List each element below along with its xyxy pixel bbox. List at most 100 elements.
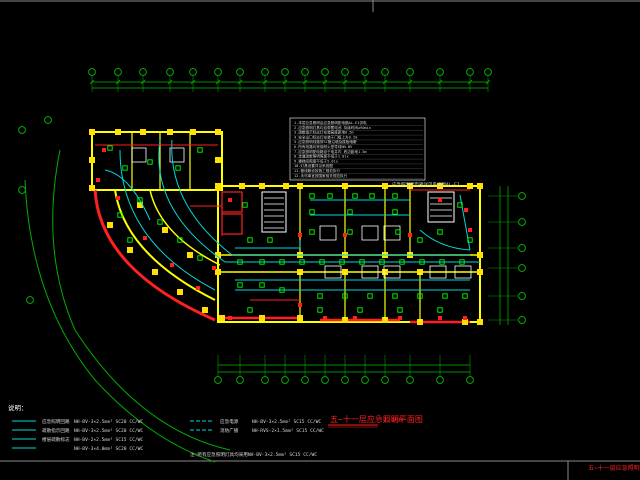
grid-bubble-bottom [214,376,222,384]
legend-spec: NH-BV-3×2.5mm² SC15 CC/WC [252,419,321,425]
grid-bubble-top [88,68,96,76]
column [167,129,173,135]
column [115,129,121,135]
column [177,289,183,295]
emergency-light [175,165,181,171]
column [437,183,443,189]
legend-extra-note: 注:所有应急照明灯具均采用NH-BV-3×2.5mm² SC15 CC/WC [190,451,317,458]
grid-bubble-top [301,68,309,76]
emergency-light [417,293,423,299]
column [215,252,221,258]
emergency-light [342,293,348,299]
emergency-light [309,193,315,199]
exit-sign [464,208,468,212]
column [107,222,113,228]
exit-sign [468,228,472,232]
grid-bubble-top [114,68,122,76]
spec-note-line: 6.所有线路均采用耐火型导线NH-BV [294,144,353,149]
emergency-light [419,259,425,265]
legend-spec: NH-BV-3×2.5mm² SC20 CC/WC [74,419,143,425]
emergency-light [247,237,253,243]
emergency-light [309,209,315,215]
grid-bubble-right [518,292,526,300]
emergency-light [259,259,265,265]
grid-bubble-right [518,264,526,272]
column [259,183,265,189]
legend-name: 应急电源 [220,418,239,425]
emergency-light [319,259,325,265]
emergency-light [399,259,405,265]
emergency-light [347,209,353,215]
exit-sign [228,316,232,320]
grid-bubble-top [189,68,197,76]
emergency-light [442,293,448,299]
column [202,307,208,313]
exit-sign [96,178,100,182]
grid-bubble-bottom [261,376,269,384]
emergency-light [437,307,443,313]
emergency-light [259,282,265,288]
emergency-light [237,259,243,265]
grid-bubble-right [518,244,526,252]
column [89,157,95,163]
exit-sign [438,316,442,320]
emergency-light [395,229,401,235]
right-note: 应急照明配电箱详见系统图AL-E1 [392,181,460,188]
emergency-light [467,237,473,243]
column [477,319,483,325]
emergency-light [439,259,445,265]
column [477,252,483,258]
legend-name: 疏散指示回路 [42,427,70,434]
emergency-light [127,237,133,243]
emergency-light [157,219,163,225]
column [152,269,158,275]
grid-bubble-top [139,68,147,76]
column [462,319,468,325]
emergency-light [117,212,123,218]
legend-spec: NH-BV-3×2.5mm² SC20 CC/WC [74,428,143,434]
room-partitions [131,132,421,322]
grid-bubble-bottom [301,376,309,384]
emergency-light [367,293,373,299]
spec-note-line: 2.应急照明灯具均自带蓄电池 持续时间≥90min [294,125,371,130]
column [137,202,143,208]
column [477,269,483,275]
spec-note-line: 11.管线敷设按施工规范执行 [294,168,340,173]
spec-note-line: 8.走道疏散照明照度不低于1.0lx [294,154,350,159]
grid-bubble-top [436,68,444,76]
legend-spec: NH-RVS-2×1.5mm² SC15 CC/WC [252,428,324,434]
spec-note-line: 5.应急照明线路穿SC管沿墙及楼板暗敷 [294,139,357,144]
emergency-light [107,145,113,151]
emergency-light [237,282,243,288]
drawing-scale: 1:100 [383,416,403,424]
light-fixtures [96,145,473,320]
grid-bubble-top [214,68,222,76]
corner-stamp: 五~十一层应急照明 [588,464,640,472]
column [162,227,168,233]
exit-sign [353,316,357,320]
notes-frame [289,117,426,181]
grid-bubble-bottom [381,376,389,384]
exit-sign [398,316,402,320]
emergency-light [122,165,128,171]
spec-note-line: 3.疏散指示标志灯安装高度距地0.5m [294,130,354,135]
spec-note-line: 12.未尽事宜按国家相关规范执行 [294,173,348,178]
column [467,183,473,189]
column [215,129,221,135]
grid-bubble-bottom [406,376,414,384]
grid-bubble-top [406,68,414,76]
column [215,157,221,163]
arc-guides [24,149,231,463]
emergency-light [352,193,358,199]
drawing-title: 五~十一层应急照明平面图 [330,414,423,424]
emergency-light [369,193,375,199]
emergency-light [459,259,465,265]
column [127,247,133,253]
emergency-light [242,202,248,208]
conduit-runs [104,139,480,291]
spec-note-line: 10.灯具设置详见系统图 [294,163,333,168]
legend-spec: NH-BV-2×2.5mm² SC15 CC/WC [74,437,143,443]
